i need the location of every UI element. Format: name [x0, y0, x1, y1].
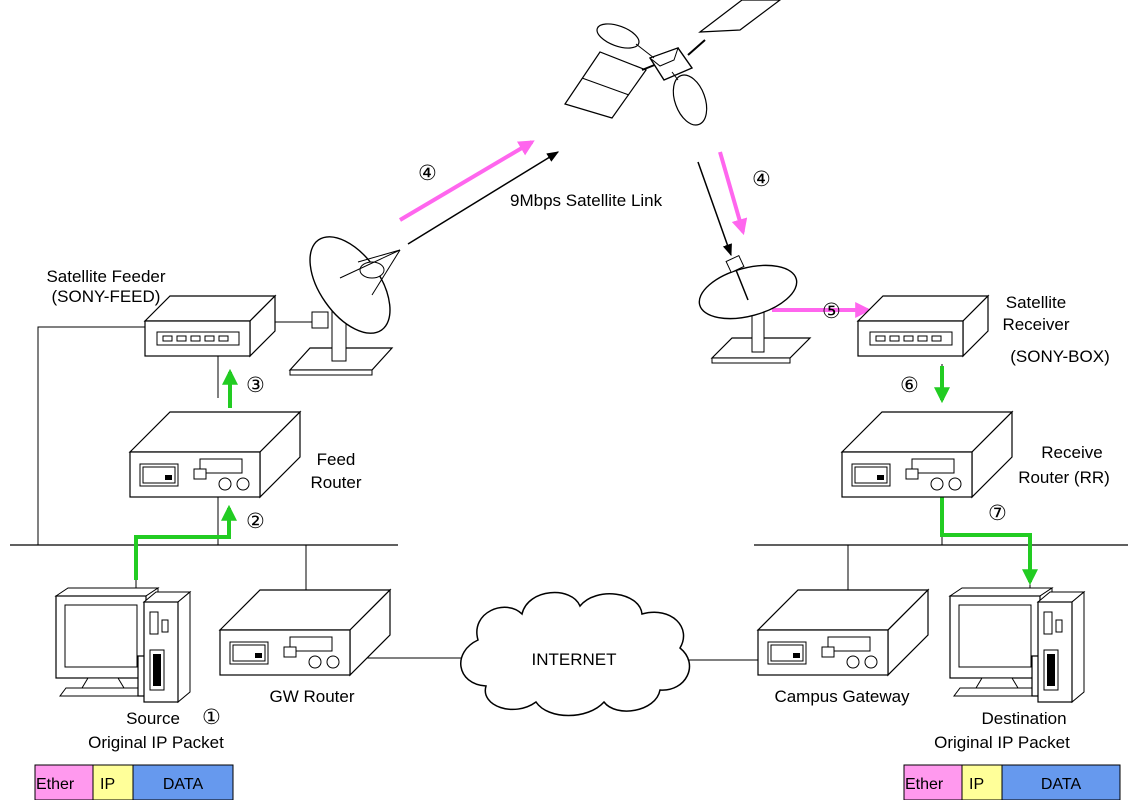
destination-packet-ip-label: IP — [969, 776, 984, 793]
destination-packet-data — [1001, 764, 1121, 800]
downlink-packet-arrow — [718, 151, 748, 236]
source-pc-icon — [55, 587, 191, 703]
receive-router-device — [841, 411, 1013, 498]
satellite-feeder-id: (SONY-FEED) — [52, 287, 161, 306]
destination-packet-ether-label: Ether — [905, 776, 944, 793]
step-6-marker: ⑥ — [900, 374, 919, 397]
step-2-marker: ② — [246, 510, 265, 533]
source-packet-ether-label: Ether — [36, 776, 75, 793]
internet-label: INTERNET — [532, 650, 617, 669]
source-packet-ether — [34, 764, 94, 800]
destination-packet-label: Original IP Packet — [934, 733, 1070, 752]
feeder-lan-cable — [37, 326, 152, 545]
internet-cloud-icon — [460, 591, 691, 717]
satellite-receiver-device — [857, 295, 989, 357]
campus-gateway-label: Campus Gateway — [774, 687, 910, 706]
source-packet-ip — [92, 764, 134, 800]
source-packet-data-label: DATA — [163, 776, 204, 793]
source-label: Source — [126, 709, 180, 728]
step-1-marker: ① — [202, 706, 221, 729]
packet-path-to-feed-router — [134, 504, 237, 580]
feed-router-label: Feed — [317, 450, 356, 469]
step-3-marker: ③ — [246, 374, 265, 397]
satellite-link-label: 9Mbps Satellite Link — [510, 191, 663, 210]
destination-pc-icon — [949, 587, 1085, 703]
feed-router-device — [129, 411, 301, 498]
satellite-feeder-label: Satellite Feeder — [46, 267, 165, 286]
source-packet-label: Original IP Packet — [88, 733, 224, 752]
destination-packet-data-label: DATA — [1041, 776, 1082, 793]
feed-router-label-2: Router — [310, 473, 361, 492]
destination-packet-ip — [961, 764, 1003, 800]
satellite-receiver-label: Satellite — [1006, 293, 1066, 312]
gw-router-label: GW Router — [269, 687, 354, 706]
gw-router-device — [219, 589, 391, 676]
destination-packet: Ether IP DATA — [903, 764, 1121, 800]
campus-gateway-device — [757, 589, 929, 676]
source-packet: Ether IP DATA — [34, 764, 234, 800]
downlink-arrow — [697, 161, 732, 257]
uplink-dish-icon — [288, 236, 401, 376]
satellite-receiver-id: (SONY-BOX) — [1010, 347, 1110, 366]
satellite-feeder-device — [144, 295, 276, 357]
source-packet-data — [132, 764, 234, 800]
source-packet-ip-label: IP — [100, 776, 115, 793]
step-4-downlink-marker: ④ — [752, 168, 771, 191]
step-4-uplink-marker: ④ — [418, 162, 437, 185]
uplink-arrow — [407, 151, 560, 245]
uplink-packet-arrow — [398, 140, 535, 222]
step-5-marker: ⑤ — [822, 300, 841, 323]
satellite-icon — [564, 0, 781, 126]
satellite-receiver-label-2: Receiver — [1002, 315, 1069, 334]
receive-router-label-2: Router (RR) — [1018, 468, 1110, 487]
downlink-dish-icon — [698, 254, 812, 364]
packet-path-to-destination — [940, 496, 1038, 586]
destination-label: Destination — [981, 709, 1066, 728]
step-7-marker: ⑦ — [988, 502, 1007, 525]
receive-router-label: Receive — [1041, 443, 1102, 462]
